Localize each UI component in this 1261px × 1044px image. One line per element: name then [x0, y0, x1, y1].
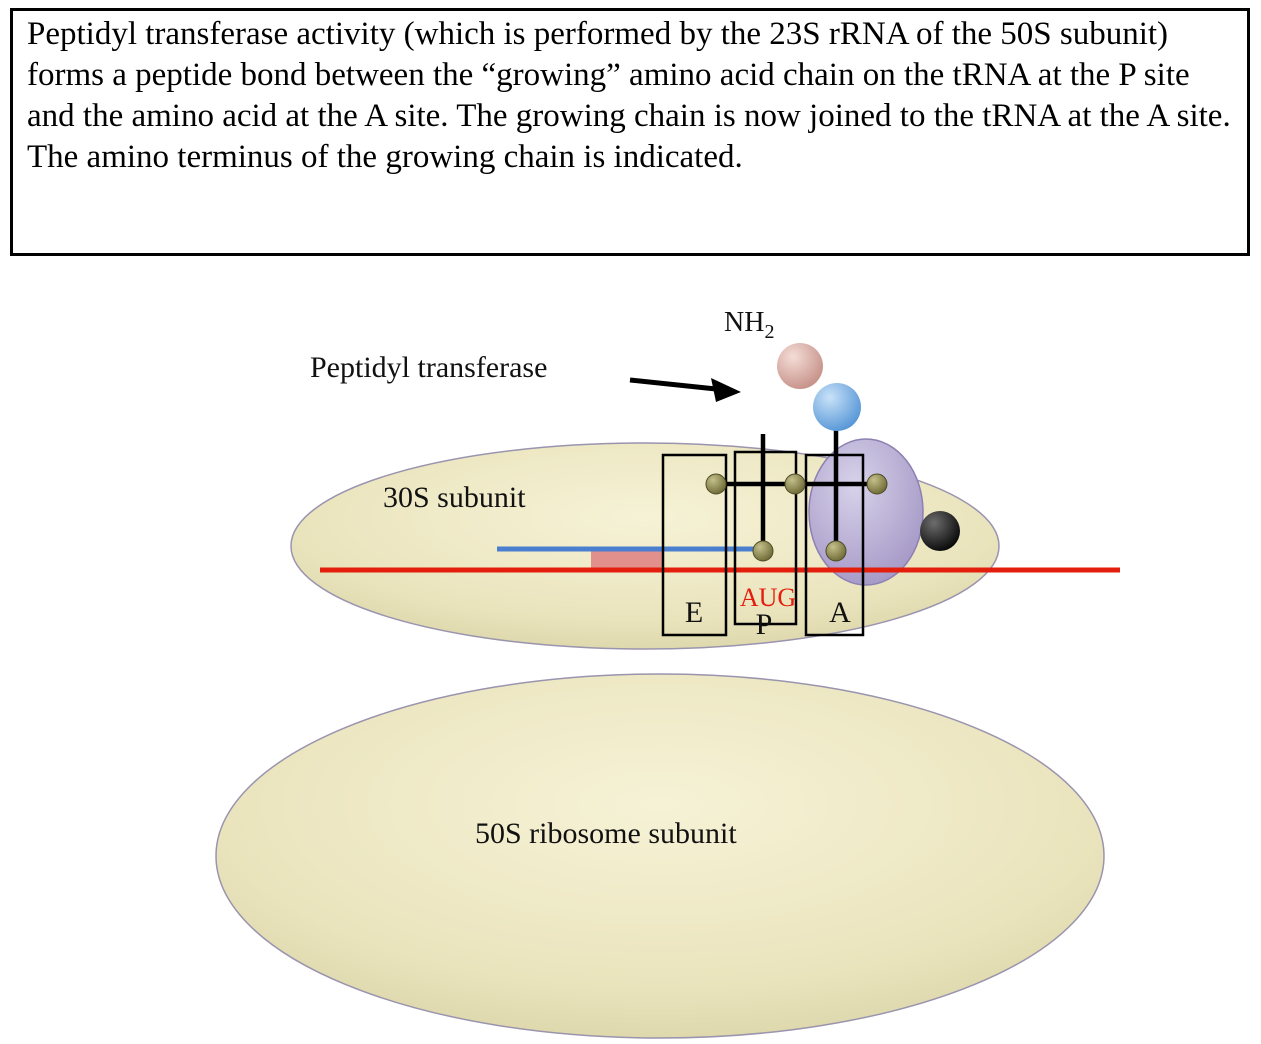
arrow-head: [711, 378, 741, 402]
label-site-e: E: [685, 596, 703, 629]
trna-bead: [752, 540, 774, 562]
arrow-shaft: [629, 377, 717, 392]
nh2-base: NH: [724, 307, 764, 338]
label-nh2: NH2: [724, 307, 774, 343]
site-box-p: [733, 450, 798, 626]
label-50s-subunit: 50S ribosome subunit: [475, 817, 737, 850]
caption-box: Peptidyl transferase activity (which is …: [10, 8, 1250, 256]
trna-bead: [866, 473, 888, 495]
site-box-e: [661, 453, 728, 637]
label-30s-subunit: 30S subunit: [383, 481, 526, 514]
label-codon-aug: AUG: [740, 583, 796, 612]
amino-acid-blue: [813, 383, 861, 431]
trna-bead: [784, 473, 806, 495]
trna-bead: [705, 473, 727, 495]
label-site-a: A: [829, 596, 851, 629]
label-peptidyl-transferase: Peptidyl transferase: [310, 351, 547, 384]
trna-bead: [825, 540, 847, 562]
trna-body-ellipse: [808, 438, 924, 586]
nh2-subscript: 2: [764, 321, 774, 343]
black-sphere: [920, 511, 960, 551]
ellipse-50s-subunit: [215, 673, 1105, 1039]
caption-text: Peptidyl transferase activity (which is …: [27, 16, 1231, 175]
label-site-p: P: [756, 608, 773, 641]
peptidyl-transferase-arrow: [629, 377, 741, 402]
amino-acid-pink: [777, 343, 823, 389]
